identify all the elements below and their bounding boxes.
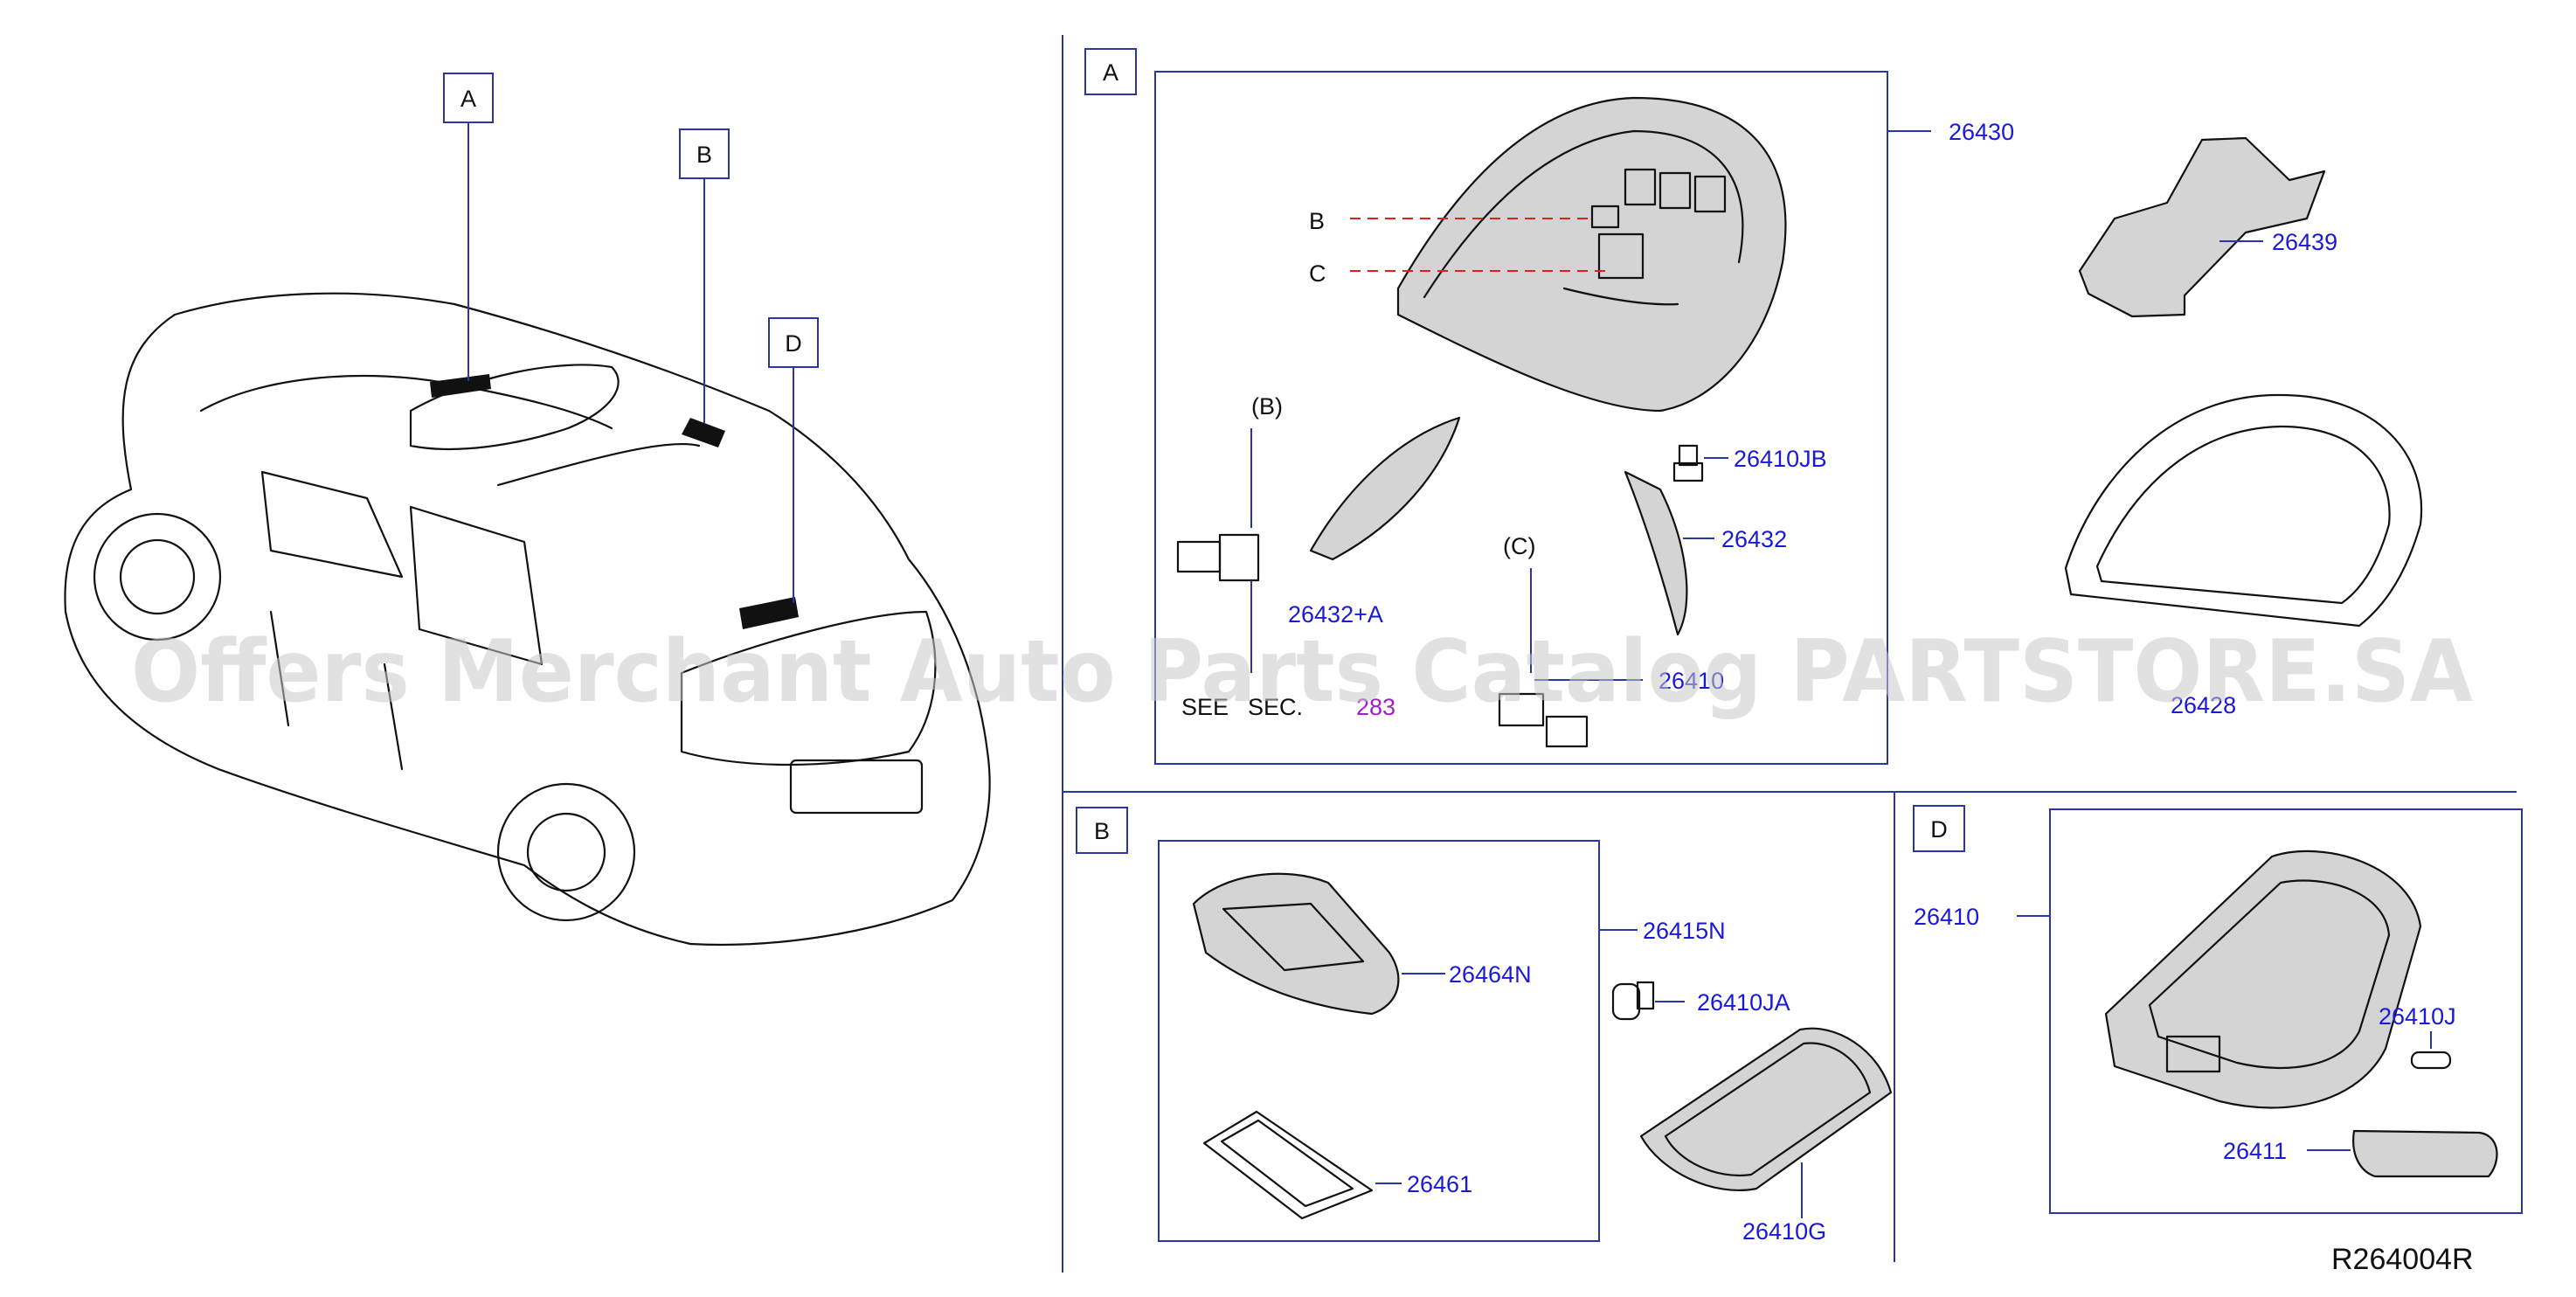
panel-dividers: [1062, 35, 2517, 1273]
part-26432-lens: [1624, 470, 1688, 636]
callout-b: B: [1309, 208, 1325, 234]
label-26432: 26432: [1721, 526, 1787, 552]
vehicle-marker-b: B: [679, 128, 730, 423]
label-26410: 26410: [1914, 904, 1979, 930]
sec-number: 283: [1356, 694, 1395, 720]
section-d-frame: [2049, 808, 2523, 1214]
section-a-frame: [1154, 71, 1888, 765]
connector-c: [1498, 692, 1589, 748]
vehicle-outline: [64, 292, 991, 947]
connector-b-label: (B): [1251, 393, 1283, 420]
vehicle-marker-d: D: [768, 317, 819, 603]
part-26432a-lens: [1309, 416, 1461, 561]
label-26415n: 26415N: [1643, 918, 1726, 944]
vehicle-marker-a: A: [443, 73, 494, 381]
svg-text:B: B: [696, 142, 712, 168]
label-26461: 26461: [1407, 1171, 1472, 1197]
label-26410ja: 26410JA: [1697, 989, 1790, 1016]
svg-text:A: A: [1103, 59, 1118, 86]
watermark: Offers Merchant Auto Parts Catalog PARTS…: [131, 622, 2473, 722]
see-text: SEE: [1181, 694, 1229, 720]
part-26439-bracket: [2078, 136, 2326, 318]
part-26430-overhead-console: [1396, 96, 1787, 413]
roof-lamp-locations: [430, 374, 799, 629]
section-b-tag: B: [1076, 807, 1128, 854]
section-b-frame: [1158, 840, 1600, 1242]
label-26410jb: 26410JB: [1734, 446, 1827, 472]
svg-text:B: B: [1094, 818, 1110, 844]
label-2640: 26410: [1658, 668, 1724, 694]
connector-c-label: (C): [1503, 533, 1535, 559]
label-26432a: 26432+A: [1288, 601, 1383, 628]
part-26410jb-bulb: [1672, 444, 1704, 482]
sec-text: SEC.: [1248, 694, 1303, 720]
part-26428-trim-ring: [2064, 393, 2423, 628]
part-26464n-housing: [1192, 872, 1400, 1016]
label-26439: 26439: [2272, 229, 2337, 255]
part-26410j-bulb: [2410, 1051, 2452, 1070]
part-26410-lamp-assembly: [2104, 850, 2422, 1109]
part-26461-lens: [1202, 1110, 1374, 1220]
part-26410g-lens: [1639, 1027, 1893, 1191]
connector-b: [1176, 533, 1260, 582]
callout-c: C: [1309, 260, 1326, 287]
part-26410ja-bulb: [1611, 981, 1655, 1021]
section-d-tag: D: [1913, 805, 1965, 852]
svg-text:D: D: [1930, 816, 1948, 843]
label-26410g: 26410G: [1742, 1218, 1826, 1245]
diagram-ref: R264004R: [2331, 1243, 2474, 1276]
label-26410j: 26410J: [2379, 1003, 2456, 1030]
label-26411: 26411: [2223, 1138, 2287, 1164]
label-26430: 26430: [1949, 119, 2014, 145]
svg-text:D: D: [785, 330, 802, 357]
part-26411-lens: [2352, 1129, 2498, 1178]
section-a-tag: A: [1084, 48, 1137, 95]
label-26464n: 26464N: [1449, 961, 1532, 988]
svg-text:A: A: [460, 86, 476, 112]
label-26428: 26428: [2171, 692, 2236, 718]
